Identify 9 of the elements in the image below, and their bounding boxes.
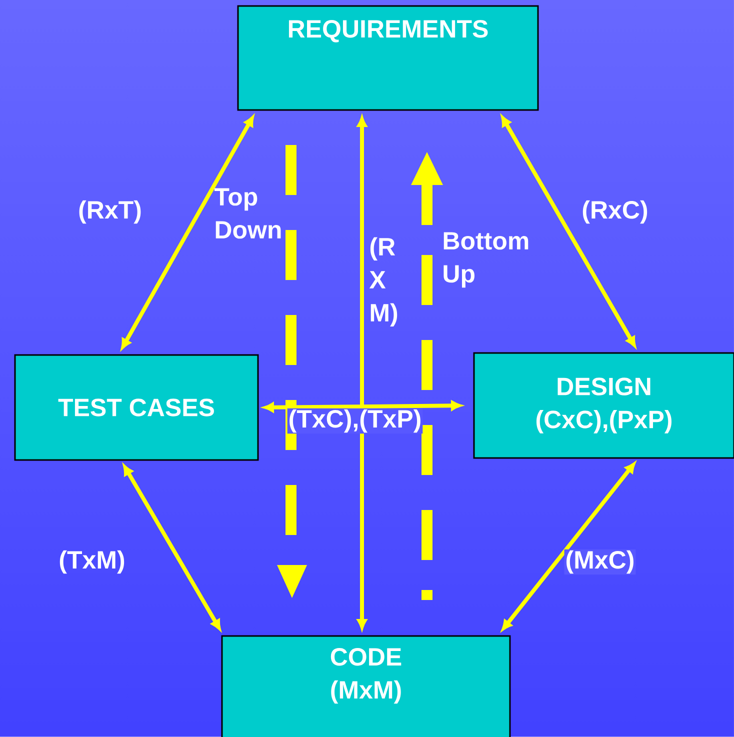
box: DESIGN (CxC),(PxP) bbox=[473, 352, 734, 459]
edge-label: (R X M) bbox=[369, 237, 398, 326]
box: CODE (MxM) bbox=[221, 635, 511, 737]
box: REQUIREMENTS bbox=[237, 5, 539, 111]
arrow bbox=[502, 462, 636, 630]
edge-label: (TxM) bbox=[60, 550, 124, 574]
box: TEST CASES bbox=[14, 354, 259, 461]
edge-label: (TxC),(TxP) bbox=[287, 408, 423, 434]
edge-label: (MxC) bbox=[564, 549, 636, 575]
